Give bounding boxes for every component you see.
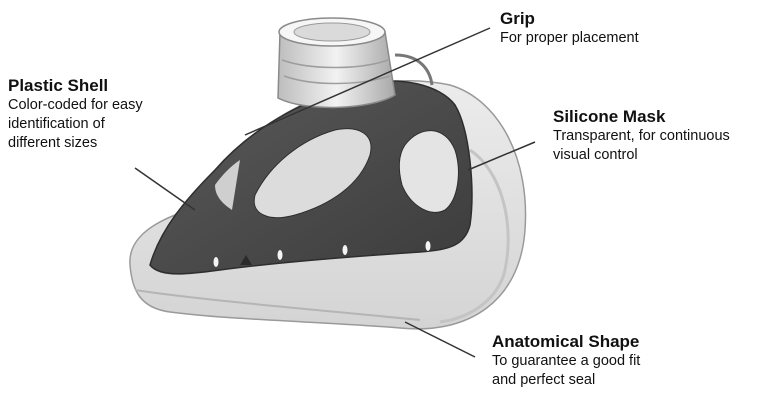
anatomical-shape-title: Anatomical Shape	[492, 331, 640, 352]
plastic-shell-title: Plastic Shell	[8, 75, 143, 96]
plastic-shell-description-line: identification of	[8, 115, 143, 134]
plastic-shell-leader-line	[135, 168, 195, 210]
grip-description: For proper placement	[500, 29, 639, 48]
silicone-mask-description-line: visual control	[553, 146, 730, 165]
plastic-shell-callout: Plastic Shell Color-coded for easy ident…	[8, 75, 143, 153]
silicone-mask-title: Silicone Mask	[553, 106, 730, 127]
anatomical-shape-description-line: To guarantee a good fit	[492, 352, 640, 371]
grip-title: Grip	[500, 8, 639, 29]
plastic-shell-description-line: Color-coded for easy	[8, 96, 143, 115]
silicone-mask-callout: Silicone Mask Transparent, for continuou…	[553, 106, 730, 165]
plastic-shell-description-line: different sizes	[8, 134, 143, 153]
anatomical-shape-callout: Anatomical Shape To guarantee a good fit…	[492, 331, 640, 390]
anatomical-shape-description-line: and perfect seal	[492, 371, 640, 390]
grip-callout: Grip For proper placement	[500, 8, 639, 48]
silicone-mask-description-line: Transparent, for continuous	[553, 127, 730, 146]
